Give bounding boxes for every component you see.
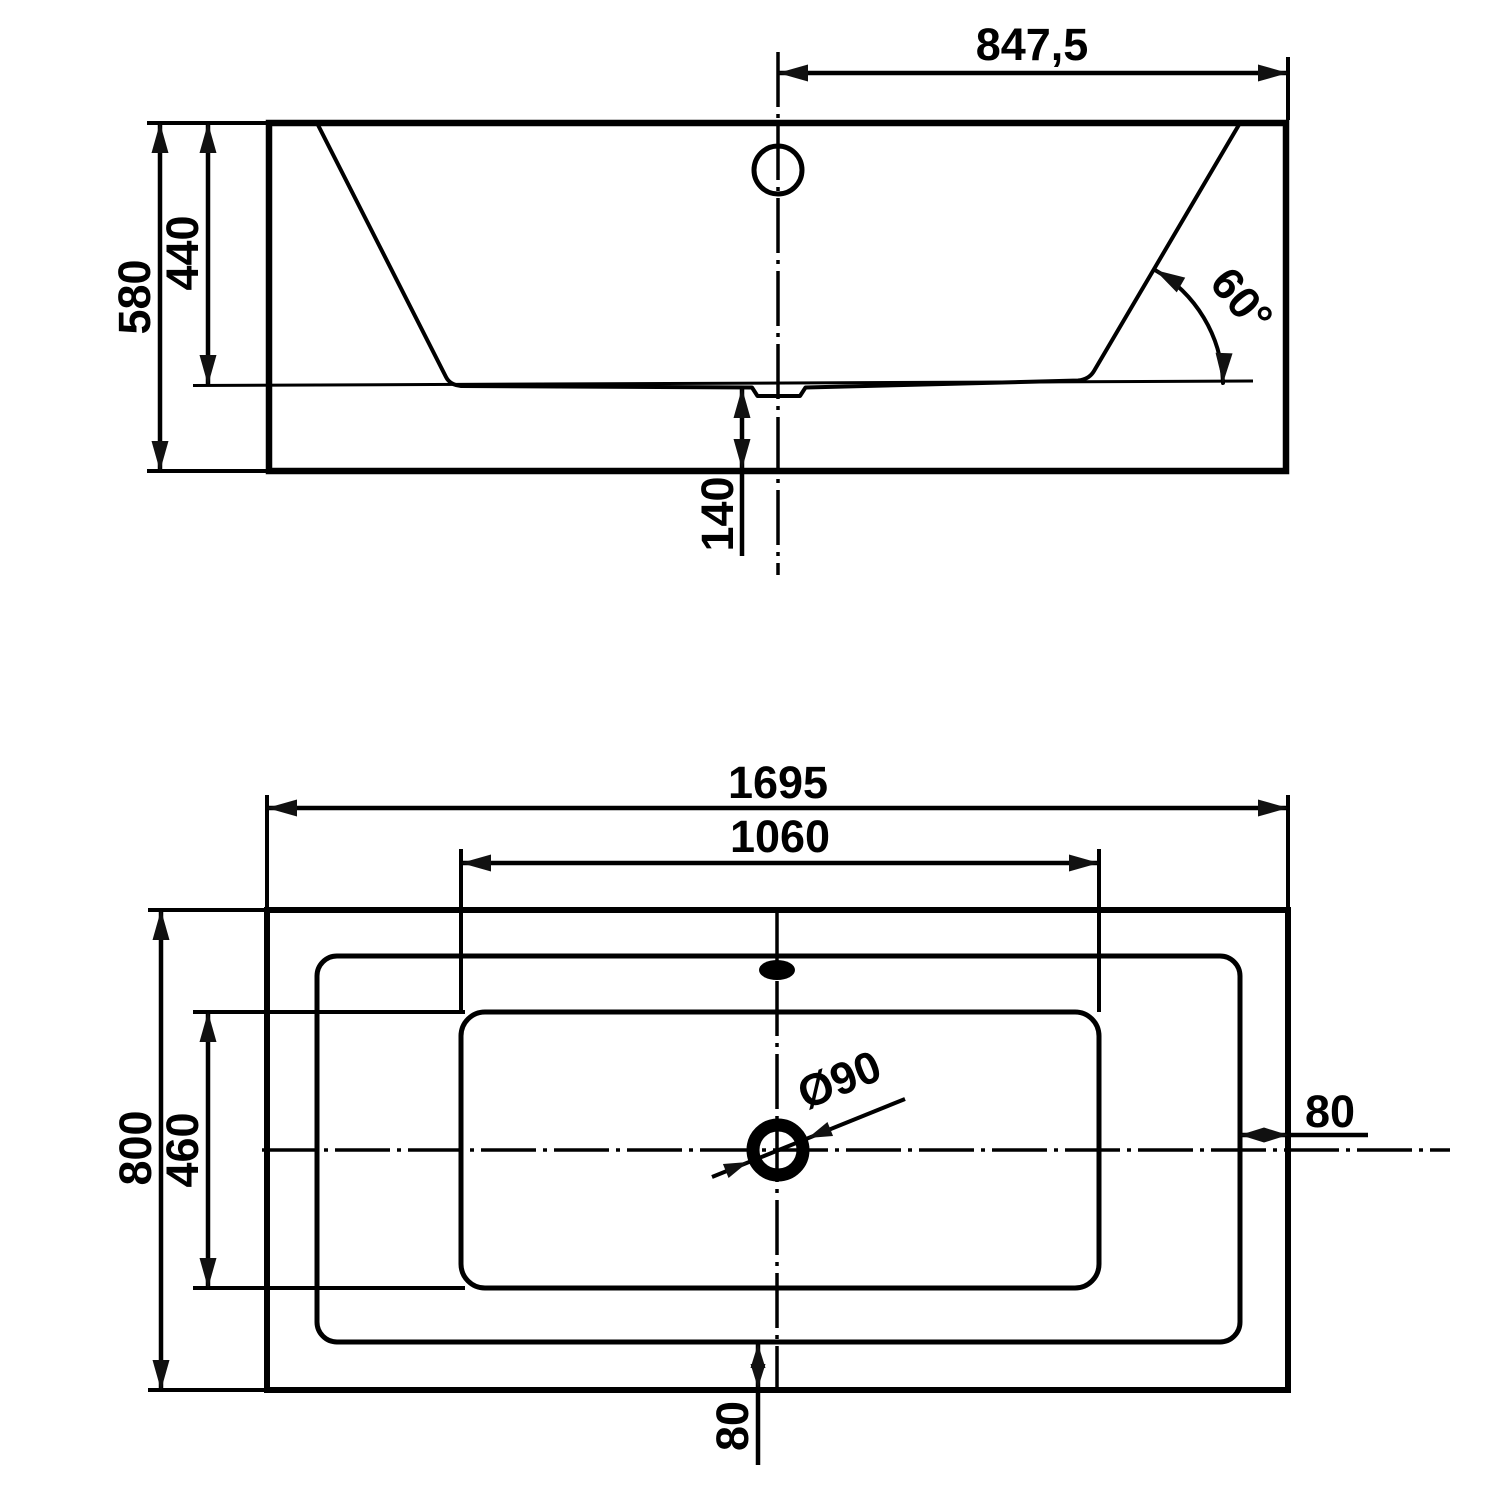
- arrowhead-icon: [199, 355, 217, 385]
- dim-440-label: 440: [157, 215, 208, 290]
- dim-800-label: 800: [110, 1110, 161, 1185]
- dim-580-label: 580: [109, 259, 160, 334]
- dim-460: 460: [157, 1010, 465, 1290]
- dim-847-5-label: 847,5: [976, 19, 1089, 70]
- tub-outer-rim: [264, 907, 1291, 1393]
- overflow-hole: [751, 143, 805, 197]
- arrowhead-icon: [267, 799, 297, 817]
- arrowhead-icon: [1264, 1127, 1288, 1143]
- arrowhead-icon: [151, 123, 169, 153]
- plan-view: Ø90 1695 1060 800: [110, 757, 1450, 1465]
- arrowhead-icon: [1214, 352, 1233, 384]
- tub-outer-body: [265, 119, 1290, 475]
- dim-847-5: 847,5: [778, 19, 1290, 120]
- side-section-view: 847,5 580 440 140: [109, 19, 1290, 575]
- dim-80-right: 80: [1240, 1086, 1368, 1143]
- arrowhead-icon: [199, 123, 217, 153]
- dim-60deg-label: 60°: [1200, 258, 1283, 343]
- arrowhead-icon: [199, 1012, 217, 1042]
- dim-1060: 1060: [459, 811, 1101, 1012]
- dim-580: 580: [109, 121, 269, 473]
- dim-440: 440: [157, 123, 217, 385]
- dim-800: 800: [110, 908, 267, 1392]
- dim-80-bottom-label: 80: [707, 1401, 758, 1451]
- arrowhead-icon: [778, 64, 808, 82]
- arrowhead-icon: [750, 1364, 766, 1388]
- arrowhead-icon: [1069, 854, 1099, 872]
- arrowhead-icon: [722, 1155, 751, 1178]
- basin-floor-reference-line: [192, 379, 1254, 387]
- dim-diameter-label: Ø90: [790, 1040, 888, 1119]
- dim-140-label: 140: [692, 476, 743, 551]
- dim-80-right-label: 80: [1305, 1086, 1355, 1137]
- arrowhead-icon: [152, 1360, 170, 1390]
- dim-1060-label: 1060: [730, 811, 830, 862]
- arrowhead-icon: [733, 439, 751, 469]
- dim-1695: 1695: [265, 757, 1290, 910]
- drain-hole: [746, 1118, 810, 1182]
- overflow-hole-plan: [759, 960, 795, 980]
- dim-1695-label: 1695: [728, 757, 828, 808]
- basin-outline: [458, 1009, 1102, 1291]
- dim-460-label: 460: [157, 1112, 208, 1187]
- arrowhead-icon: [461, 854, 491, 872]
- basin-profile: [315, 121, 1242, 398]
- arrowhead-icon: [151, 441, 169, 471]
- arrowhead-icon: [1258, 64, 1288, 82]
- arrowhead-icon: [733, 388, 751, 418]
- arrowhead-icon: [1240, 1127, 1264, 1143]
- arrowhead-icon: [199, 1258, 217, 1288]
- dim-angle-60: 60°: [1150, 258, 1283, 385]
- tub-inner-rim: [314, 953, 1243, 1345]
- arrowhead-icon: [1258, 799, 1288, 817]
- dim-80-bottom: 80: [707, 1344, 766, 1465]
- arrowhead-icon: [152, 910, 170, 940]
- arrowhead-icon: [805, 1122, 834, 1145]
- dim-140: 140: [692, 387, 751, 556]
